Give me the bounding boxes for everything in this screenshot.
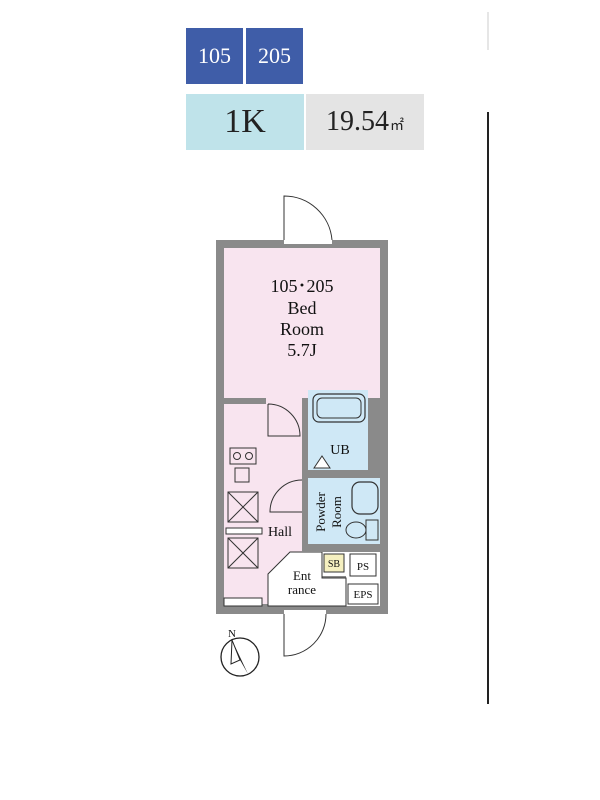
sink-counter-icon (234, 467, 250, 483)
top-door-icon (283, 195, 333, 241)
inner-wall-bath (302, 470, 380, 478)
hall-label: Hall (268, 525, 292, 540)
bath-step-icon (313, 455, 331, 469)
top-door-gap (284, 236, 332, 244)
sb-label: SB (328, 559, 341, 570)
floor-area-value: 19.54 (326, 106, 389, 137)
shelf-bar (225, 527, 263, 535)
burner-right-icon (245, 452, 253, 460)
shoe-box-icon (223, 597, 263, 607)
bathtub-icon (312, 393, 366, 423)
storage-lower-icon (227, 537, 259, 569)
bedroom-name-2: Room (280, 319, 324, 339)
storage-lower-cross-2 (227, 537, 259, 569)
unit-tag-105: 105 (186, 28, 243, 84)
inner-wall-bedroom (224, 398, 266, 404)
powder-room-floor (308, 478, 380, 544)
stove-icon (229, 447, 257, 465)
bedroom-size: 5.7J (287, 340, 317, 360)
bath-floor (308, 390, 368, 470)
bottom-door-gap (284, 610, 326, 618)
entrance-floor (267, 551, 347, 607)
unit-tag-205: 205 (246, 28, 303, 84)
eps-box (347, 583, 379, 605)
toilet-bowl-icon (345, 521, 367, 539)
eps-label: EPS (354, 589, 373, 601)
bedroom-floor (224, 248, 380, 398)
powder-label-2: Room (329, 496, 344, 528)
storage-upper-icon (227, 491, 259, 523)
divider-line (487, 112, 489, 704)
sb-box (323, 553, 345, 573)
compass-north-label: N (228, 628, 236, 640)
entrance-label-1: Ent (293, 568, 311, 583)
ps-box (349, 553, 377, 577)
burner-left-icon (233, 452, 241, 460)
bedroom-unit-label: 105･205 (271, 276, 334, 296)
bedroom-name-1: Bed (288, 298, 317, 318)
bath-label: UB (330, 443, 349, 458)
bedroom-door-icon (267, 403, 301, 437)
powder-label-1: Powder (313, 491, 328, 531)
ps-label: PS (357, 561, 369, 573)
bottom-door-icon (283, 613, 327, 657)
entrance-label-2: rance (288, 582, 316, 597)
sink-icon (351, 481, 379, 515)
divider-line-top (487, 12, 489, 50)
floor-area-unit: ㎡ (390, 119, 404, 134)
powder-door-icon (269, 479, 303, 513)
compass-icon: N (220, 628, 260, 677)
inner-wall-powder (302, 544, 380, 552)
bathtub-inner (316, 397, 362, 419)
storage-upper-cross-2 (227, 491, 259, 523)
hall-passage (266, 398, 302, 406)
layout-type: 1K (186, 94, 304, 150)
